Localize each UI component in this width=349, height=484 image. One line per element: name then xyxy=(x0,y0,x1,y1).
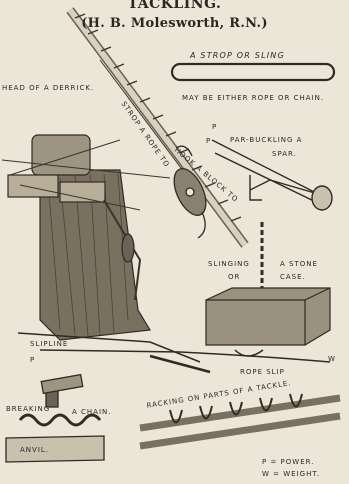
legend-power: P = Power. xyxy=(262,458,314,466)
sling-loop-drawing xyxy=(172,64,334,80)
stone-case-drawing xyxy=(206,222,330,345)
label-anvil: Anvil. xyxy=(20,446,49,454)
label-rope-slip: Rope slip xyxy=(240,368,285,376)
legend-weight: W = Weight. xyxy=(262,470,320,478)
label-slinging-2: a Stone xyxy=(280,260,318,268)
label-slipline: Slipline xyxy=(30,340,68,348)
derrick-drawing xyxy=(2,135,170,340)
label-strop-or-sling: A Strop or Sling xyxy=(190,51,285,60)
page-title: TACKLING. xyxy=(0,0,349,12)
label-par-p-1: P xyxy=(212,123,217,131)
page-subtitle: (H. B. Molesworth, R.N.) xyxy=(0,16,349,31)
label-strop-note: may be either Rope or Chain. xyxy=(182,94,324,102)
label-slinging-4: Case. xyxy=(280,273,306,281)
label-par-p-2: P xyxy=(206,137,211,145)
label-par-buckling-2: Spar. xyxy=(272,150,297,158)
label-head-of-derrick: Head of a Derrick. xyxy=(2,84,94,92)
label-breaking-1: Breaking xyxy=(6,405,50,413)
label-slinging-3: or xyxy=(228,273,240,281)
label-par-buckling-1: Par-buckling a xyxy=(230,136,302,144)
label-slip-p: P xyxy=(30,356,35,364)
label-breaking-2: a Chain. xyxy=(72,408,111,416)
label-slip-w: W xyxy=(328,355,336,363)
label-slinging-1: Slinging xyxy=(208,260,250,268)
